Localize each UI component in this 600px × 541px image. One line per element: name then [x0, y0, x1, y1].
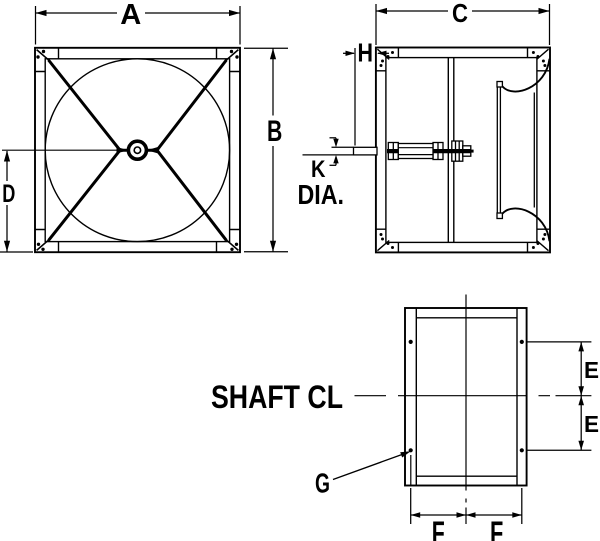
- dim-label-b: B: [267, 115, 282, 148]
- side-corner-dividers: [375, 47, 550, 253]
- front-view: [2, 46, 241, 254]
- dim-label-d: D: [2, 180, 15, 208]
- motor-body-shaft-lines: [398, 147, 433, 156]
- dimension-a: [34, 6, 241, 45]
- dim-label-k-dia: DIA.: [298, 179, 345, 210]
- plan-bolt-holes: [408, 339, 524, 453]
- dim-label-a: A: [120, 0, 141, 31]
- shaft: [352, 146, 378, 156]
- dimension-k: [302, 137, 354, 166]
- impeller-spokes: [47, 59, 228, 242]
- dimension-d: [0, 150, 33, 253]
- dim-label-h: H: [358, 38, 374, 68]
- side-view: [352, 46, 551, 254]
- dim-label-f-right: F: [490, 515, 503, 541]
- dimension-c: [375, 4, 551, 45]
- center-pointer-arrows: [116, 146, 159, 154]
- inlet-bell-bottom: [501, 207, 551, 242]
- front-corner-bolt-holes: [36, 49, 239, 251]
- dim-label-e-lower: E: [584, 411, 599, 437]
- hub-bore: [133, 146, 142, 155]
- plan-side-bars: [415, 308, 518, 486]
- dimension-f: [410, 488, 523, 524]
- dim-label-g: G: [315, 468, 330, 499]
- side-corner-bolt-holes: [379, 51, 547, 249]
- dim-label-f-left: F: [432, 515, 445, 541]
- motor-body: [397, 142, 434, 160]
- front-corner-gussets: [36, 48, 239, 252]
- dim-label-c: C: [452, 0, 468, 28]
- plan-view: [354, 294, 592, 524]
- dimension-b: [244, 47, 288, 253]
- hub-outer: [126, 139, 149, 161]
- leader-g: [332, 451, 411, 481]
- side-frame-inner: [385, 56, 538, 244]
- dimension-e: [527, 341, 592, 451]
- inlet-bell-top: [501, 58, 551, 93]
- venturi-cap-bottom: [496, 212, 504, 220]
- venturi-drum: [496, 87, 502, 213]
- shaft-cl-label: SHAFT CL: [211, 379, 343, 415]
- dimension-h: [343, 48, 389, 146]
- front-corner-dividers: [35, 47, 240, 253]
- venturi-cap-top: [496, 80, 504, 88]
- dim-label-k: K: [311, 156, 326, 183]
- dim-label-e-upper: E: [584, 357, 599, 383]
